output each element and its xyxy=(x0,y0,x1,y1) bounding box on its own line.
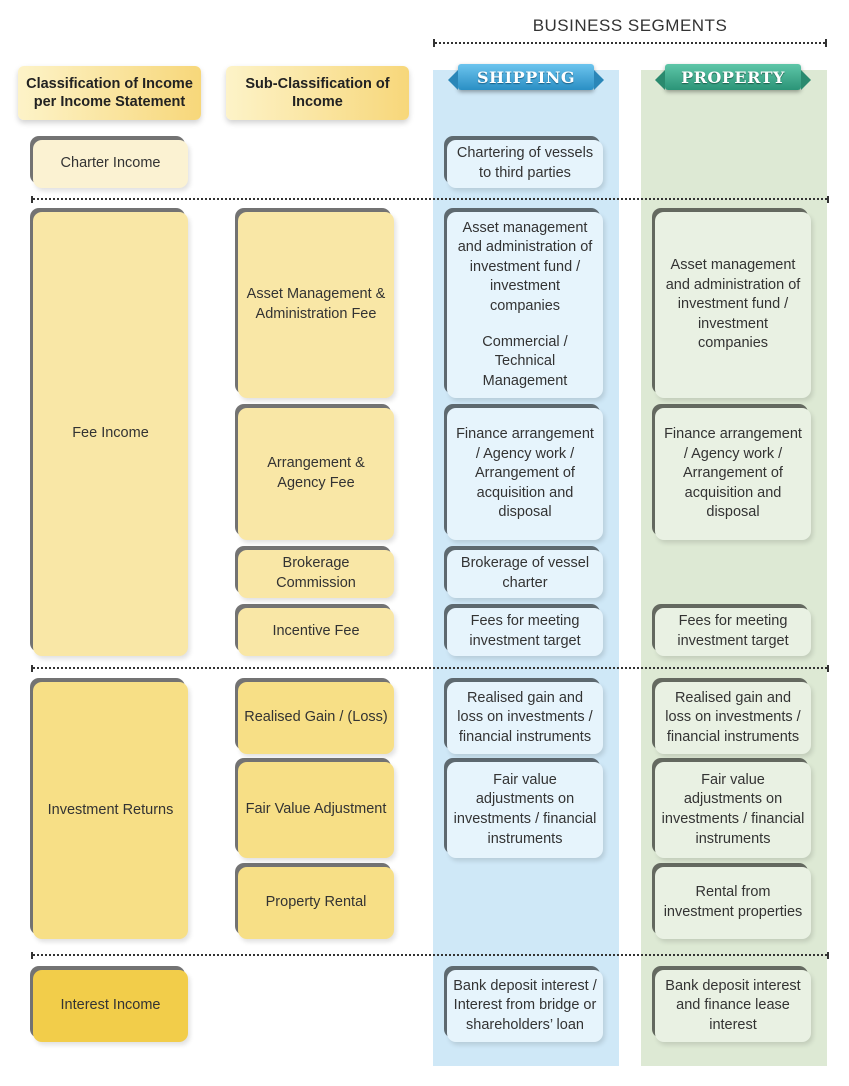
shipping-realised-gain-box: Realised gain and loss on investments / … xyxy=(447,682,603,754)
fee-income-box: Fee Income xyxy=(33,212,188,656)
property-interest-box: Bank deposit interest and finance lease … xyxy=(655,970,811,1042)
asset-management-fee-box: Asset Management & Administration Fee xyxy=(238,212,394,398)
property-incentive-box: Fees for meeting investment target xyxy=(655,608,811,656)
investment-returns-box: Investment Returns xyxy=(33,682,188,939)
shipping-incentive-box: Fees for meeting investment target xyxy=(447,608,603,656)
shipping-commercial-management-text: Commercial / Technical Management xyxy=(482,333,568,389)
shipping-ribbon: SHIPPING xyxy=(448,64,604,90)
shipping-interest-box: Bank deposit interest / Interest from br… xyxy=(447,970,603,1042)
incentive-fee-box: Incentive Fee xyxy=(238,608,394,656)
property-ribbon: PROPERTY xyxy=(655,64,811,90)
interest-income-box: Interest Income xyxy=(33,970,188,1042)
property-arrangement-box: Finance arrangement / Agency work / Arra… xyxy=(655,408,811,540)
shipping-arrangement-box: Finance arrangement / Agency work / Arra… xyxy=(447,408,603,540)
arrangement-agency-fee-box: Arrangement & Agency Fee xyxy=(238,408,394,540)
property-fair-value-box: Fair value adjustments on investments / … xyxy=(655,762,811,858)
fair-value-adjustment-box: Fair Value Adjustment xyxy=(238,762,394,858)
property-asset-management-box: Asset management and administration of i… xyxy=(655,212,811,398)
shipping-brokerage-box: Brokerage of vessel charter xyxy=(447,550,603,598)
business-segments-title: BUSINESS SEGMENTS xyxy=(532,16,728,35)
realised-gain-box: Realised Gain / (Loss) xyxy=(238,682,394,754)
sub-classification-header: Sub-Classification of Income xyxy=(226,66,409,120)
business-segments-bracket xyxy=(433,39,827,47)
shipping-fair-value-box: Fair value adjustments on investments / … xyxy=(447,762,603,858)
charter-income-box: Charter Income xyxy=(33,140,188,188)
section-divider xyxy=(31,952,829,959)
shipping-charter-box: Chartering of vessels to third parties xyxy=(447,140,603,188)
brokerage-commission-box: Brokerage Commission xyxy=(238,550,394,598)
shipping-asset-management-text: Asset management and administration of i… xyxy=(457,219,593,314)
property-rental-income-box: Rental from investment properties xyxy=(655,867,811,939)
shipping-asset-management-box: Asset management and administration of i… xyxy=(447,212,603,398)
section-divider xyxy=(31,196,829,203)
section-divider xyxy=(31,665,829,672)
classification-header: Classification of Income per Income Stat… xyxy=(18,66,201,120)
property-rental-box: Property Rental xyxy=(238,867,394,939)
property-realised-gain-box: Realised gain and loss on investments / … xyxy=(655,682,811,754)
